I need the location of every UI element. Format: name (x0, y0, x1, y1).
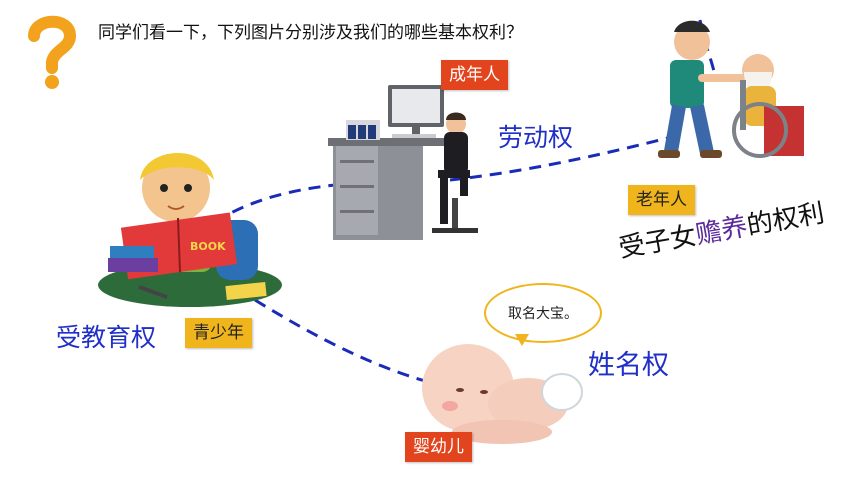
youth-tag: 青少年 (185, 318, 252, 348)
baby-image (422, 344, 583, 444)
question-text: 同学们看一下，下列图片分别涉及我们的哪些基本权利？ (98, 23, 523, 43)
elderly-care-image (658, 20, 804, 158)
name-right-label: 姓名权 (588, 350, 669, 381)
speech-bubble-text: 取名大宝。 (508, 306, 578, 322)
book-title: BOOK (190, 240, 226, 253)
question-mark-icon (28, 15, 77, 89)
speech-bubble: 取名大宝。 (484, 283, 602, 343)
office-worker-image (328, 85, 478, 240)
labor-right-label: 劳动权 (498, 123, 574, 152)
adult-tag: 成年人 (441, 60, 508, 90)
elderly-tag: 老年人 (628, 185, 695, 215)
boy-reading-image: BOOK (98, 152, 282, 307)
infant-tag: 婴幼儿 (405, 432, 472, 462)
education-right-label: 受教育权 (56, 323, 157, 352)
speech-bubble-tail (515, 334, 529, 346)
